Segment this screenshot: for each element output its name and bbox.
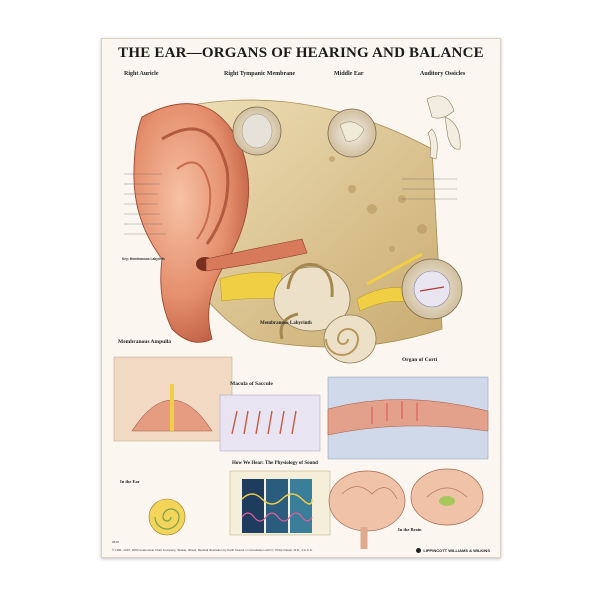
poster-code: 9818 [112,540,119,544]
labyrinth-key-title: Key: Membranous Labyrinth [122,257,166,261]
heading-membranous-labyrinth: Membranous Labyrinth [260,321,312,326]
heading-right-auricle: Right Auricle [124,71,159,77]
heading-in-the-ear: In the Ear [120,479,140,484]
poster-title: THE EAR—ORGANS OF HEARING AND BALANCE [118,45,484,61]
publisher-brand: LIPPINCOTT WILLIAMS & WILKINS [416,548,490,553]
anatomy-poster: THE EAR—ORGANS OF HEARING AND BALANCE Ri… [101,38,501,558]
heading-middle-ear: Middle Ear [334,71,364,77]
ear-illustration [113,95,489,549]
heading-organ-of-corti: Organ of Corti [402,357,438,363]
heading-in-the-brain: In the Brain [398,527,422,532]
publisher-logo-icon [416,548,422,553]
publisher-name: LIPPINCOTT WILLIAMS & WILKINS [423,548,490,553]
heading-right-tympanic-membrane: Right Tympanic Membrane [224,71,296,77]
heading-how-we-hear: How We Hear: The Physiology of Sound [232,461,318,466]
heading-membranous-ampulla: Membranous Ampulla [118,339,172,345]
heading-auditory-ossicles: Auditory Ossicles [420,71,466,77]
copyright-footer: © 1991, 1997, 2000 Anatomical Chart Comp… [112,548,313,552]
heading-macula-of-saccule: Macula of Saccule [230,381,273,387]
labyrinth-key: Key: Membranous Labyrinth [122,257,182,261]
